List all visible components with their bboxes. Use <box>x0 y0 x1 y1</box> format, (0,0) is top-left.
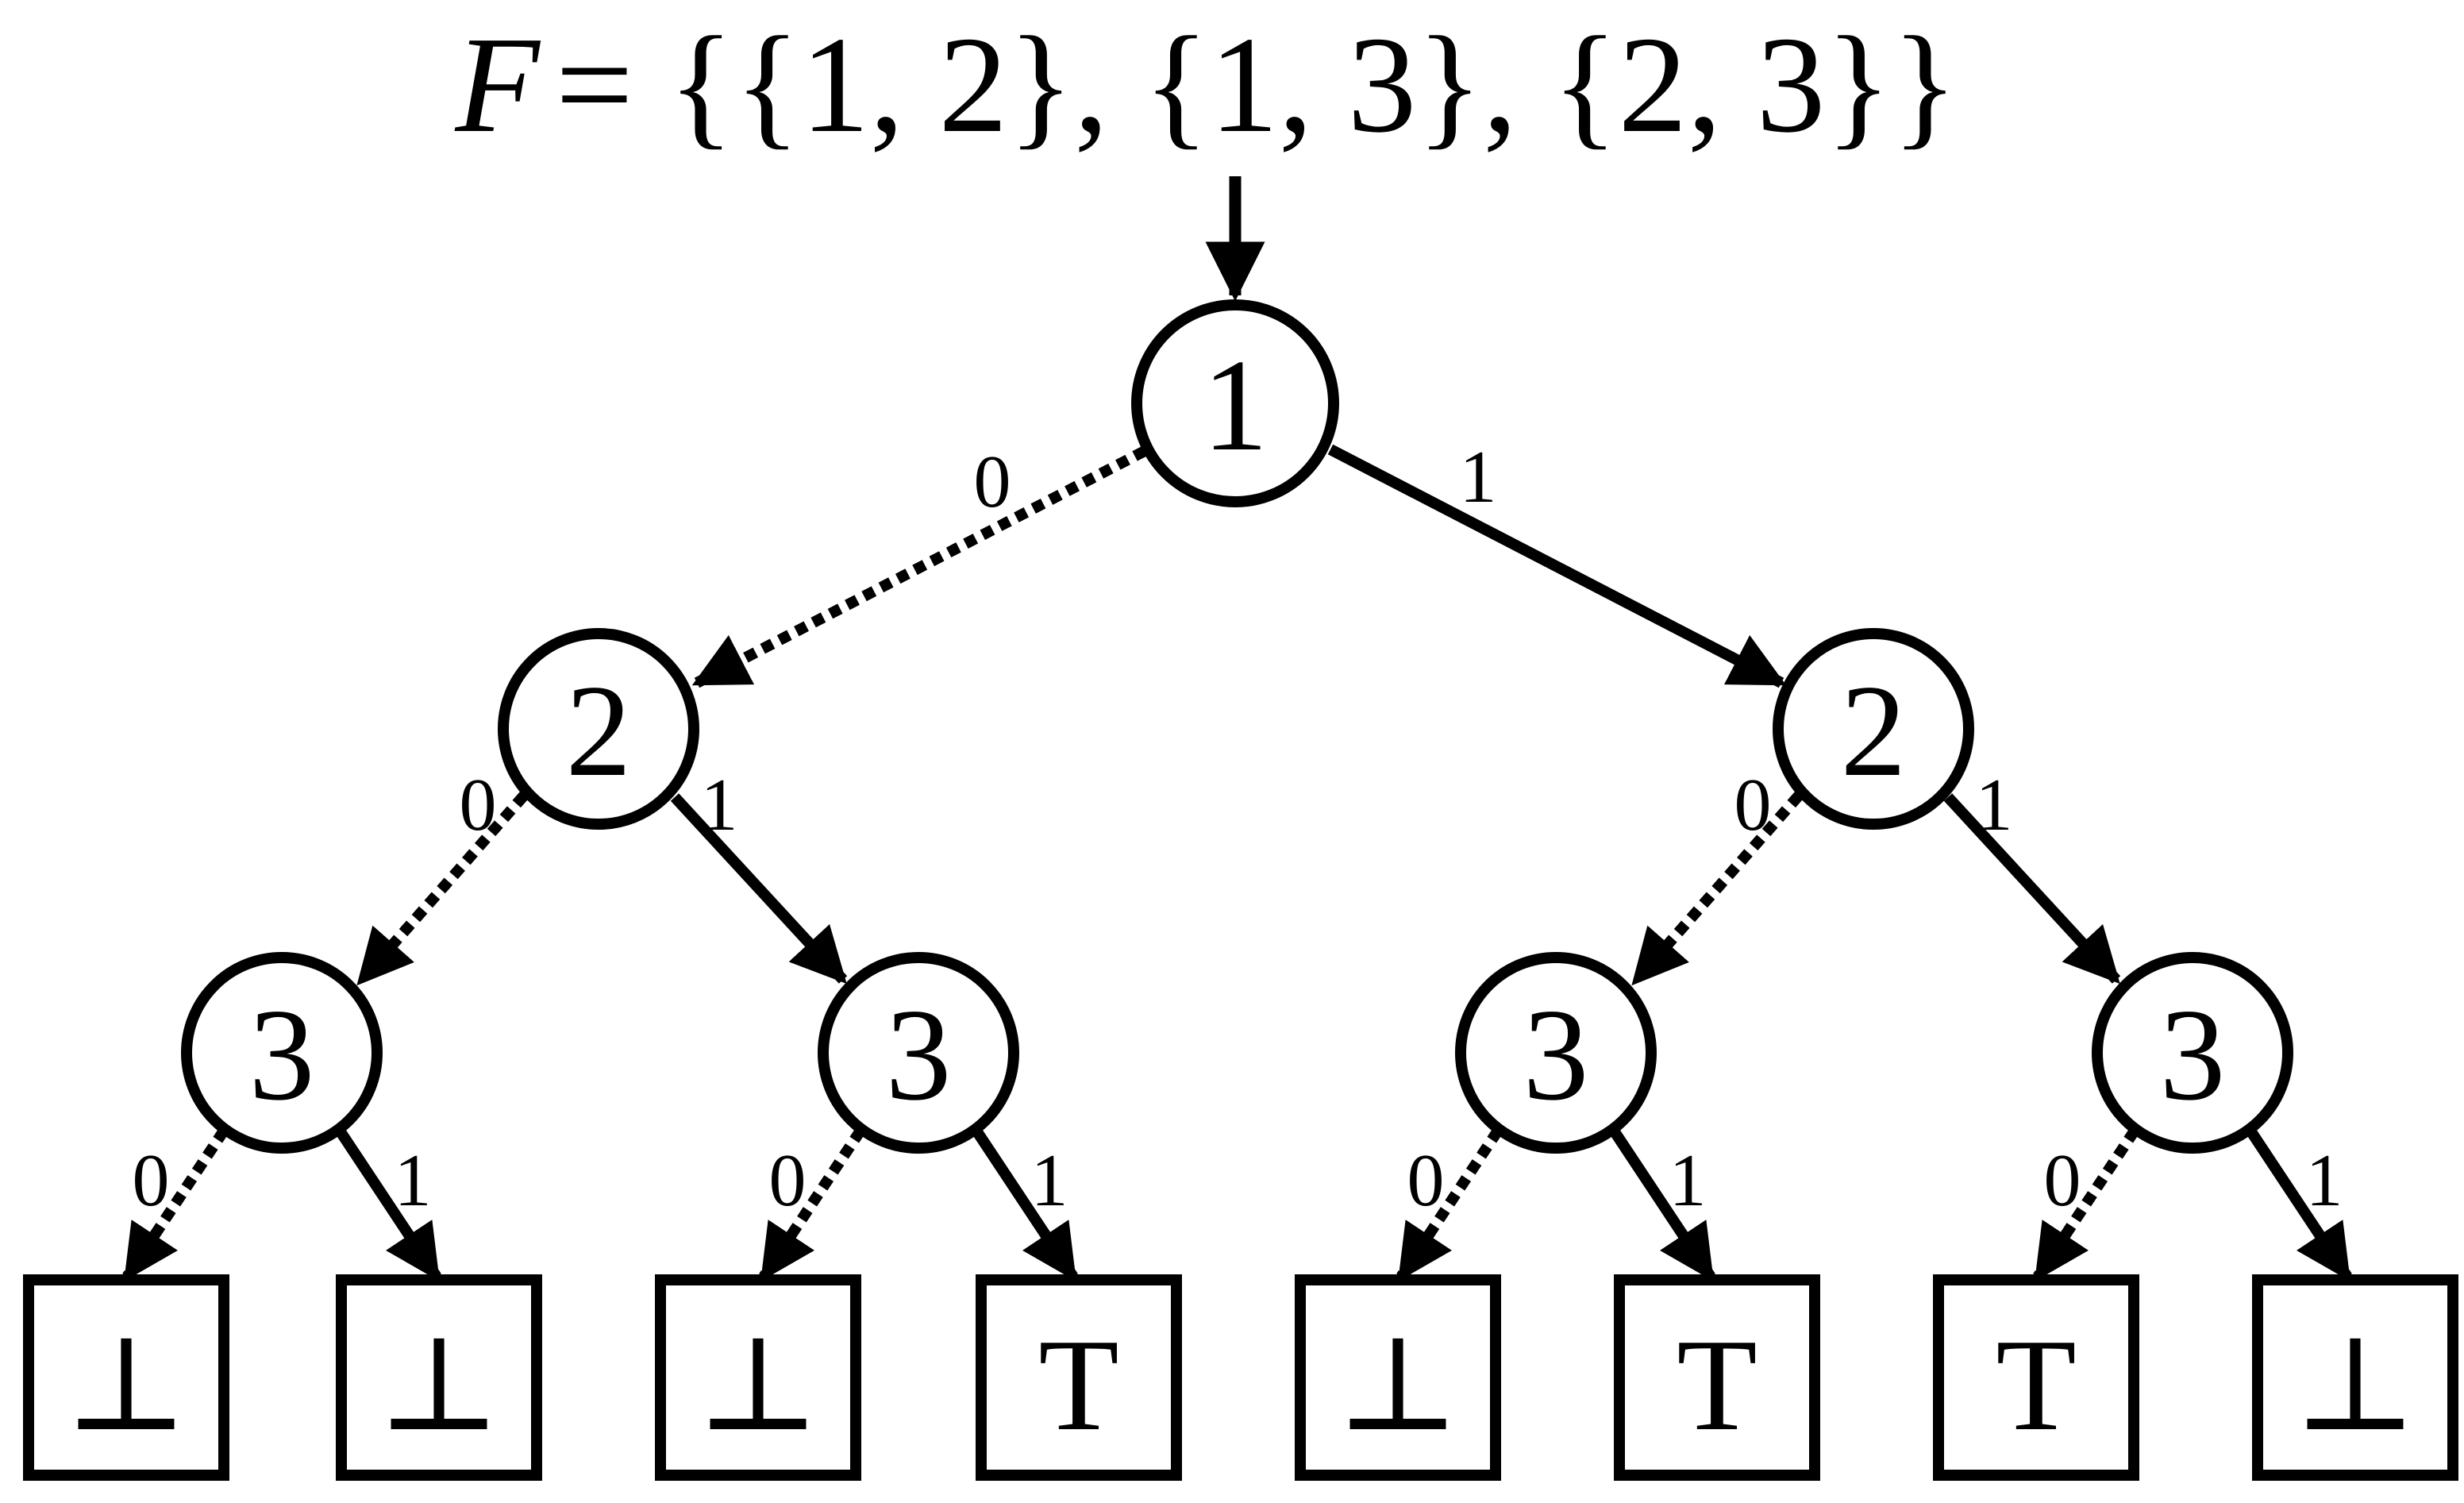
terminal-label-7: T <box>1996 1312 2076 1458</box>
terminal-node-1: ⊥ <box>23 1274 229 1481</box>
edge-l2a-1 <box>670 793 848 985</box>
family-formula: F= {{1, 2}, {1, 3}, {2, 3}} <box>454 8 1958 161</box>
formula-rhs: = {{1, 2}, {1, 3}, {2, 3}} <box>556 8 1958 161</box>
decision-node-root: 1 <box>1131 299 1339 507</box>
edge-root-1 <box>1327 444 1787 688</box>
terminal-node-3: ⊥ <box>655 1274 861 1481</box>
terminal-label-4: T <box>1038 1312 1118 1458</box>
decision-node-level3-4: 3 <box>2092 952 2293 1154</box>
edge-l3b-0 <box>759 1127 865 1281</box>
terminal-node-4: T <box>976 1274 1182 1481</box>
node-label-root: 1 <box>1203 332 1269 478</box>
formula-lhs: F <box>454 8 541 161</box>
edge-labels-layer: 0 1 0 1 0 1 0 1 0 1 0 1 0 1 <box>133 436 2343 1222</box>
edge-label-l2a-1: 1 <box>701 764 738 846</box>
terminal-label-2: ⊥ <box>377 1312 501 1458</box>
edge-l3c-0 <box>1396 1127 1503 1281</box>
node-label-level3-1: 3 <box>249 981 315 1127</box>
node-label-level3-3: 3 <box>1523 981 1589 1127</box>
edge-label-l3a-0: 0 <box>133 1139 170 1222</box>
terminal-node-7: T <box>1933 1274 2139 1481</box>
node-label-level2-right: 2 <box>1841 657 1907 804</box>
edge-label-l3c-0: 0 <box>1407 1139 1445 1222</box>
node-label-level3-4: 3 <box>2160 981 2226 1127</box>
node-label-level3-2: 3 <box>886 981 952 1127</box>
decision-node-level3-1: 3 <box>181 952 383 1154</box>
edge-label-l2b-0: 0 <box>1734 764 1772 846</box>
edge-l2a-0 <box>356 792 529 986</box>
terminal-node-6: T <box>1614 1274 1820 1481</box>
edge-label-l2b-1: 1 <box>1976 764 2013 846</box>
node-label-level2-left: 2 <box>566 657 632 804</box>
edge-l3d-0 <box>2033 1127 2139 1281</box>
terminal-node-2: ⊥ <box>336 1274 542 1481</box>
edge-label-l3d-1: 1 <box>2306 1139 2343 1222</box>
edge-label-l3c-1: 1 <box>1669 1139 1707 1222</box>
decision-node-level3-3: 3 <box>1455 952 1657 1154</box>
edge-l3a-0 <box>122 1127 229 1281</box>
edge-label-l3b-0: 0 <box>769 1139 807 1222</box>
terminal-label-1: ⊥ <box>64 1312 188 1458</box>
decision-node-level2-right: 2 <box>1773 628 1974 830</box>
terminal-label-3: ⊥ <box>696 1312 820 1458</box>
terminal-label-5: ⊥ <box>1336 1312 1460 1458</box>
edge-l3b-1 <box>972 1127 1078 1281</box>
edges-layer <box>122 444 2352 1281</box>
terminal-label-6: T <box>1677 1312 1757 1458</box>
edge-l3c-1 <box>1609 1127 1715 1281</box>
terminal-node-5: ⊥ <box>1295 1274 1501 1481</box>
edge-l3d-1 <box>2246 1127 2352 1281</box>
edge-l2b-0 <box>1630 792 1804 986</box>
terminal-node-8: ⊥ <box>2252 1274 2458 1481</box>
terminal-label-8: ⊥ <box>2293 1312 2417 1458</box>
edge-label-l2a-0: 0 <box>460 764 497 846</box>
decision-node-level2-left: 2 <box>498 628 699 830</box>
decision-node-level3-2: 3 <box>818 952 1019 1154</box>
edge-l3a-1 <box>335 1127 441 1281</box>
edge-label-l3d-0: 0 <box>2044 1139 2081 1222</box>
edge-label-root-0: 0 <box>974 441 1011 523</box>
edge-label-root-1: 1 <box>1460 436 1497 518</box>
edge-root-0 <box>691 445 1148 688</box>
edge-label-l3b-1: 1 <box>1031 1139 1068 1222</box>
edge-label-l3a-1: 1 <box>395 1139 432 1222</box>
edge-l2b-1 <box>1943 793 2121 985</box>
